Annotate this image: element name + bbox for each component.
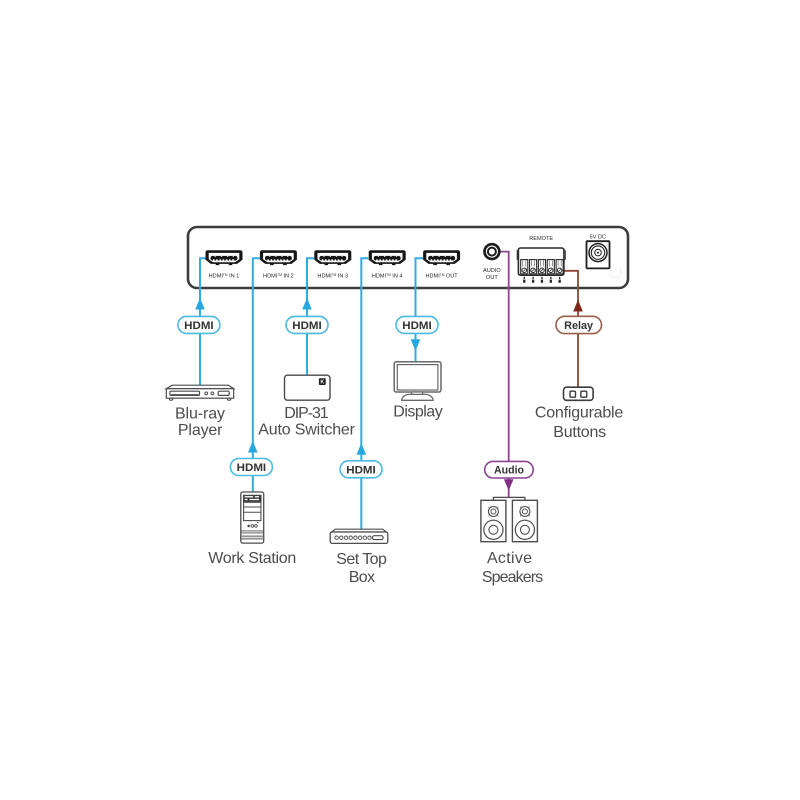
svg-text:HDMITM IN 2: HDMITM IN 2: [263, 273, 294, 280]
svg-text:Player: Player: [178, 422, 223, 439]
svg-text:AUDIO: AUDIO: [483, 268, 501, 274]
svg-text:HDMI: HDMI: [346, 464, 376, 476]
svg-text:HDMITM IN 1: HDMITM IN 1: [209, 273, 240, 280]
svg-text:HDMI: HDMI: [184, 320, 214, 332]
svg-text:Set Top: Set Top: [336, 551, 387, 568]
svg-text:HDMI: HDMI: [292, 320, 322, 332]
svg-text:OUT: OUT: [486, 275, 498, 281]
svg-text:Active: Active: [487, 550, 532, 567]
svg-text:Blu-ray: Blu-ray: [175, 406, 225, 423]
svg-text:Speakers: Speakers: [482, 569, 543, 586]
svg-text:HDMI: HDMI: [402, 320, 432, 332]
svg-text:HDMI: HDMI: [237, 462, 267, 474]
svg-text:Box: Box: [349, 569, 375, 586]
svg-text:DIP-31: DIP-31: [284, 405, 328, 422]
svg-text:Work Station: Work Station: [208, 550, 296, 567]
svg-text:5V DC: 5V DC: [590, 235, 606, 241]
svg-text:HDMITM IN 3: HDMITM IN 3: [317, 273, 348, 280]
svg-text:Configurable: Configurable: [535, 405, 623, 422]
svg-text:HDMITM OUT: HDMITM OUT: [425, 273, 458, 280]
svg-text:REMOTE: REMOTE: [529, 236, 553, 242]
svg-text:Buttons: Buttons: [553, 424, 606, 441]
svg-text:Audio: Audio: [494, 465, 524, 477]
svg-text:Display: Display: [393, 404, 442, 421]
svg-text:K: K: [320, 380, 324, 386]
svg-text:Relay: Relay: [564, 320, 594, 332]
svg-text:HDMITM IN 4: HDMITM IN 4: [372, 273, 403, 280]
svg-text:Auto Switcher: Auto Switcher: [258, 421, 355, 438]
